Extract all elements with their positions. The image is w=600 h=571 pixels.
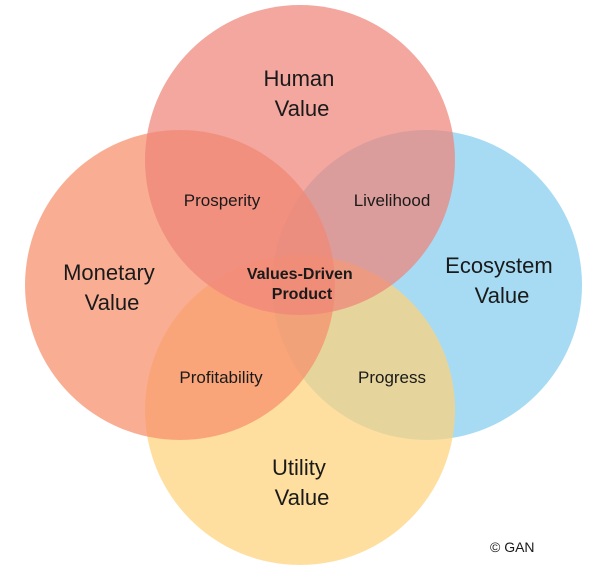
monetary-value-label: Monetary Value	[63, 260, 161, 315]
prosperity-label: Prosperity	[184, 191, 261, 210]
values-driven-product-label: Values-Driven Product	[247, 266, 357, 303]
human-label-line1: Human	[263, 66, 334, 91]
ecosystem-label-line1: Ecosystem	[445, 253, 553, 278]
human-label-line2: Value	[275, 96, 330, 121]
utility-label-line1: Utility	[272, 455, 326, 480]
center-line2: Product	[272, 286, 333, 303]
livelihood-label: Livelihood	[354, 191, 431, 210]
profitability-label: Profitability	[179, 368, 263, 387]
circles	[25, 5, 582, 565]
human-value-label: Human Value	[263, 66, 340, 121]
utility-value-label: Utility Value	[272, 455, 332, 510]
monetary-label-line1: Monetary	[63, 260, 155, 285]
utility-label-line2: Value	[275, 485, 330, 510]
copyright-label: © GAN	[490, 539, 535, 555]
ecosystem-label-line2: Value	[475, 283, 530, 308]
progress-label: Progress	[358, 368, 426, 387]
center-line1: Values-Driven	[247, 266, 353, 283]
ecosystem-value-label: Ecosystem Value	[445, 253, 559, 308]
monetary-label-line2: Value	[85, 290, 140, 315]
human-circle	[145, 5, 455, 315]
